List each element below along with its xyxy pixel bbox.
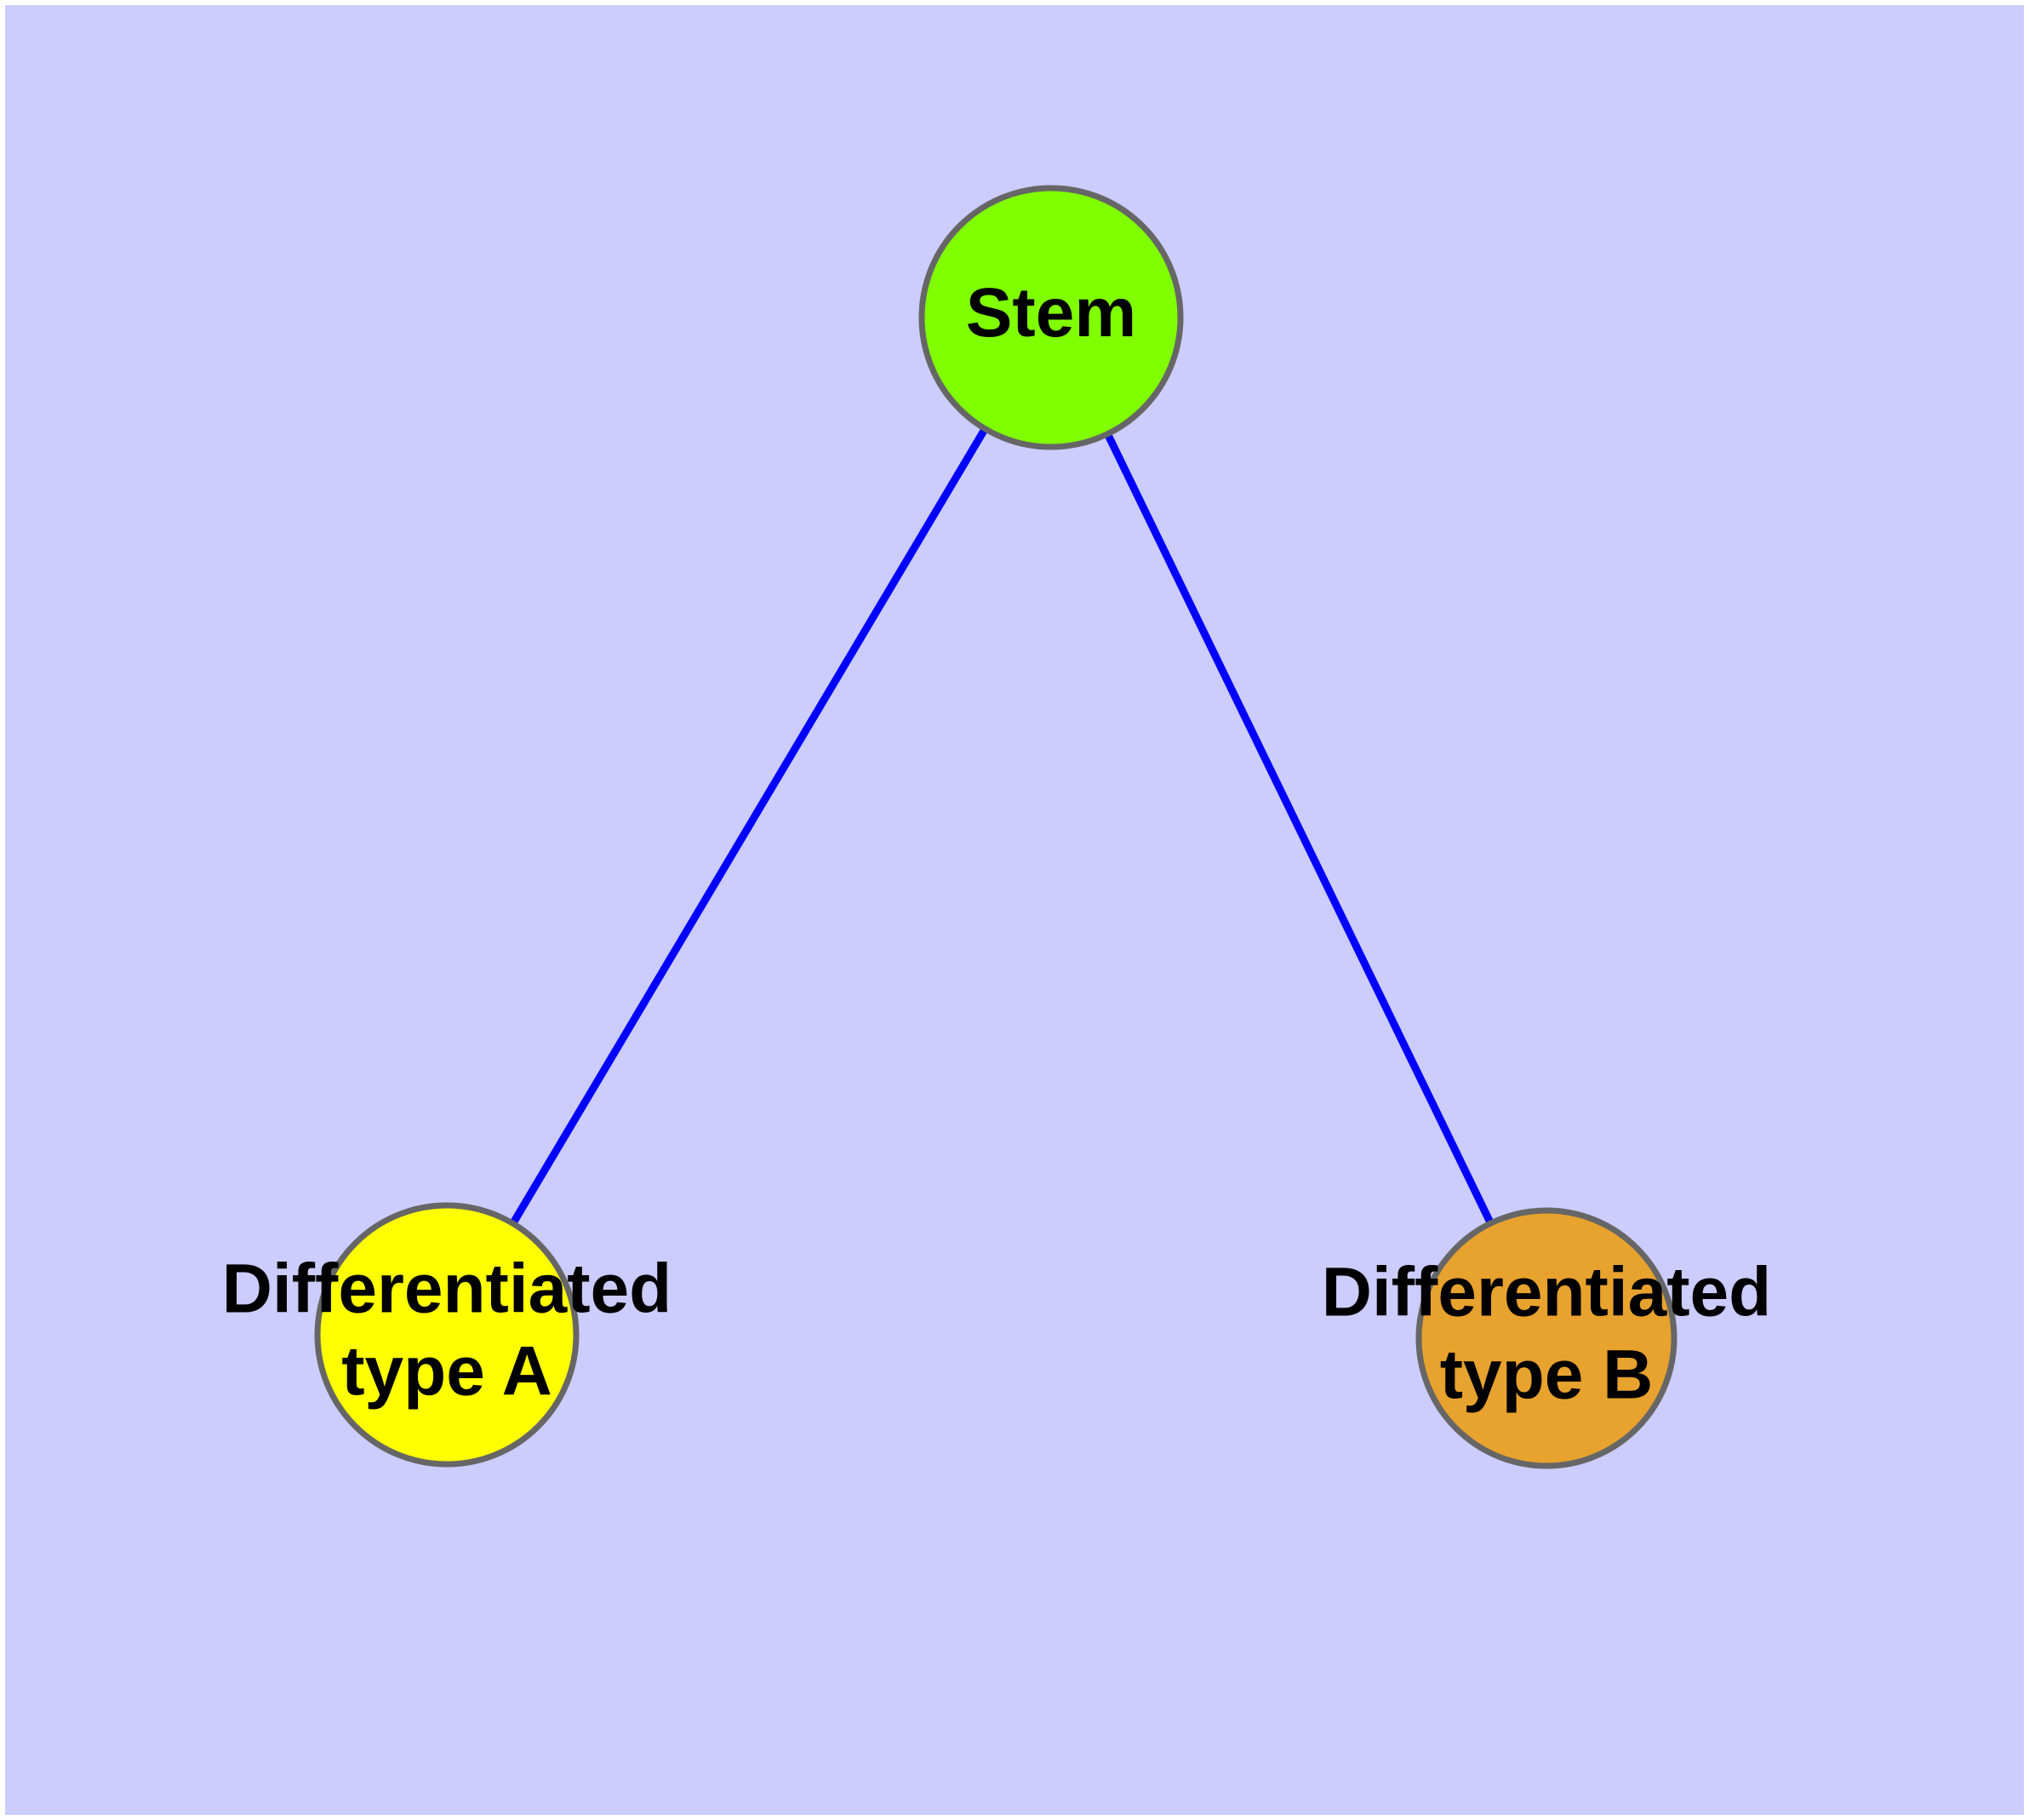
label-line: Differentiated (222, 1250, 672, 1327)
edge-layer (443, 315, 1551, 1340)
label-line: type B (1440, 1336, 1654, 1413)
graph-node-stem[interactable] (918, 185, 1184, 450)
graph-node-label-stem: Stem (966, 274, 1137, 352)
label-line: type A (341, 1332, 552, 1410)
graph-node-diff_a[interactable] (314, 1202, 580, 1468)
graph-edge-stem-diff_b[interactable] (1047, 316, 1551, 1340)
graph-node-diff_b[interactable] (1415, 1207, 1677, 1469)
graph-edge-stem-diff_a[interactable] (443, 315, 1055, 1337)
node-layer (314, 185, 1677, 1469)
label-line: Stem (966, 274, 1137, 352)
label-line: Differentiated (1322, 1253, 1772, 1331)
